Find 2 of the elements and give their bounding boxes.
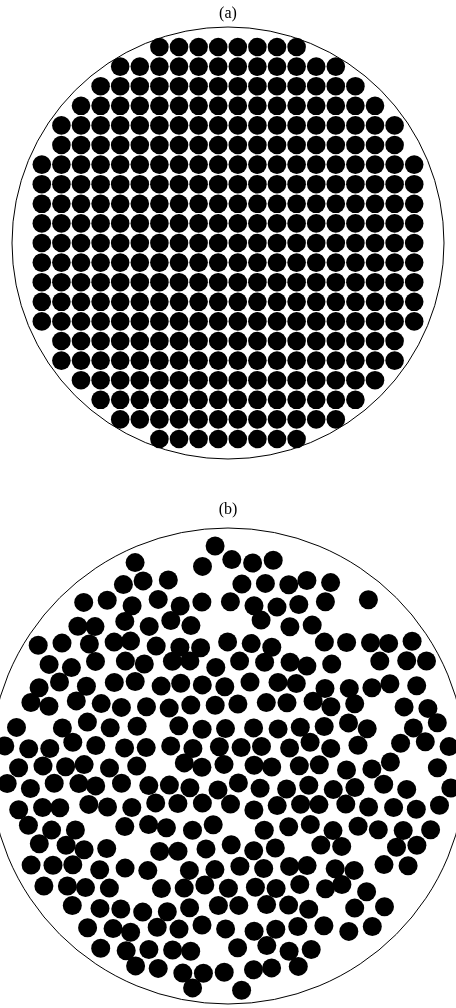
panel-label: (a) — [219, 4, 237, 22]
panel-label: (b) — [218, 500, 238, 518]
